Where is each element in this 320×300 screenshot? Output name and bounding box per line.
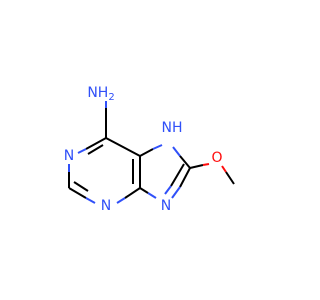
bond-c2-n3 (68, 187, 87, 199)
bond-n7-c8 (179, 155, 191, 169)
n3-label: N (101, 198, 111, 214)
bond-c2-n3-double (73, 181, 89, 192)
amine-label: NH2 (87, 85, 114, 103)
bond-n3-c4-n (116, 197, 126, 204)
bond-c6-n1 (85, 137, 107, 150)
bond-c8-n9-n (171, 186, 181, 199)
bond-n7-c8-n (172, 146, 181, 157)
bond-c6-n1-double (87, 144, 104, 155)
bond-c5-n7-n (152, 144, 163, 150)
bond-c5-n7 (139, 148, 154, 157)
bond-c6-n1-n (77, 148, 87, 154)
bond-c8-n9-double (170, 163, 185, 187)
bond-o-ch3-o (221, 165, 227, 173)
bond-c8-n9 (179, 167, 191, 188)
bond-o-ch3 (225, 171, 235, 185)
bond-c5-c6 (105, 137, 141, 157)
bond-c8-n9-double-n (164, 185, 172, 195)
atom-labels: NH2 N N N NH O (64, 85, 223, 214)
oxygen-label: O (211, 150, 222, 166)
n9-label: N (161, 198, 171, 214)
bond-n3-c4 (124, 187, 141, 199)
bond-c2-n3-n (85, 197, 96, 204)
n7-label: NH (162, 120, 183, 136)
bond-c8-o-o (202, 163, 210, 166)
bonds (68, 101, 235, 204)
bond-n9-c4-n (147, 192, 157, 199)
bond-n9-c4 (139, 187, 149, 194)
bond-c8-o (189, 164, 204, 169)
molecule-diagram: NH2 N N N NH O (63, 85, 235, 214)
n1-label: N (64, 148, 74, 164)
